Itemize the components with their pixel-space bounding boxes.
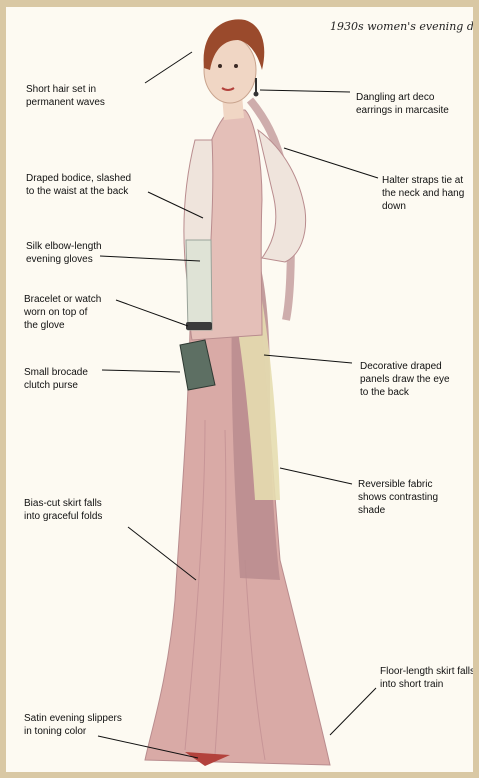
label-line: down (382, 200, 464, 213)
bracelet (186, 322, 212, 330)
label-line: Bias-cut skirt falls (24, 497, 102, 510)
page-title: 1930s women's evening dr (330, 20, 479, 33)
label-line: to the back (360, 386, 450, 399)
leader-fabric (280, 468, 352, 484)
label-line: into short train (380, 678, 475, 691)
eye (234, 64, 238, 68)
label-bracelet: Bracelet or watch worn on top of the glo… (24, 293, 101, 332)
label-panels: Decorative draped panels draw the eye to… (360, 360, 450, 399)
label-line: to the waist at the back (26, 185, 131, 198)
label-line: in toning color (24, 725, 122, 738)
label-purse: Small brocade clutch purse (24, 366, 88, 392)
label-line: Small brocade (24, 366, 88, 379)
label-line: Draped bodice, slashed (26, 172, 131, 185)
leader-halter (284, 148, 378, 178)
label-hair: Short hair set in permanent waves (26, 83, 105, 109)
leader-earrings (260, 90, 350, 92)
label-line: Decorative draped (360, 360, 450, 373)
label-line: Dangling art deco (356, 91, 449, 104)
label-line: permanent waves (26, 96, 105, 109)
label-train: Floor-length skirt falls into short trai… (380, 665, 475, 691)
label-gloves: Silk elbow-length evening gloves (26, 240, 102, 266)
label-line: worn on top of (24, 306, 101, 319)
leader-purse (102, 370, 180, 372)
label-line: Satin evening slippers (24, 712, 122, 725)
label-line: Reversible fabric (358, 478, 438, 491)
label-slippers: Satin evening slippers in toning color (24, 712, 122, 738)
label-line: Silk elbow-length (26, 240, 102, 253)
label-line: Floor-length skirt falls (380, 665, 475, 678)
leader-bracelet (116, 300, 188, 326)
label-line: evening gloves (26, 253, 102, 266)
leader-panels (264, 355, 352, 363)
label-line: earrings in marcasite (356, 104, 449, 117)
label-line: panels draw the eye (360, 373, 450, 386)
label-line: the glove (24, 319, 101, 332)
label-line: Halter straps tie at (382, 174, 464, 187)
label-bodice: Draped bodice, slashed to the waist at t… (26, 172, 131, 198)
label-line: into graceful folds (24, 510, 102, 523)
earring-drop (254, 92, 259, 97)
label-fabric: Reversible fabric shows contrasting shad… (358, 478, 438, 517)
label-halter: Halter straps tie at the neck and hang d… (382, 174, 464, 213)
label-line: clutch purse (24, 379, 88, 392)
glove (186, 240, 212, 330)
eye (218, 64, 222, 68)
leader-train (330, 688, 376, 735)
label-line: shows contrasting (358, 491, 438, 504)
label-line: Bracelet or watch (24, 293, 101, 306)
leader-hair (145, 52, 192, 83)
label-line: the neck and hang (382, 187, 464, 200)
label-earrings: Dangling art deco earrings in marcasite (356, 91, 449, 117)
label-line: Short hair set in (26, 83, 105, 96)
label-skirt: Bias-cut skirt falls into graceful folds (24, 497, 102, 523)
label-line: shade (358, 504, 438, 517)
